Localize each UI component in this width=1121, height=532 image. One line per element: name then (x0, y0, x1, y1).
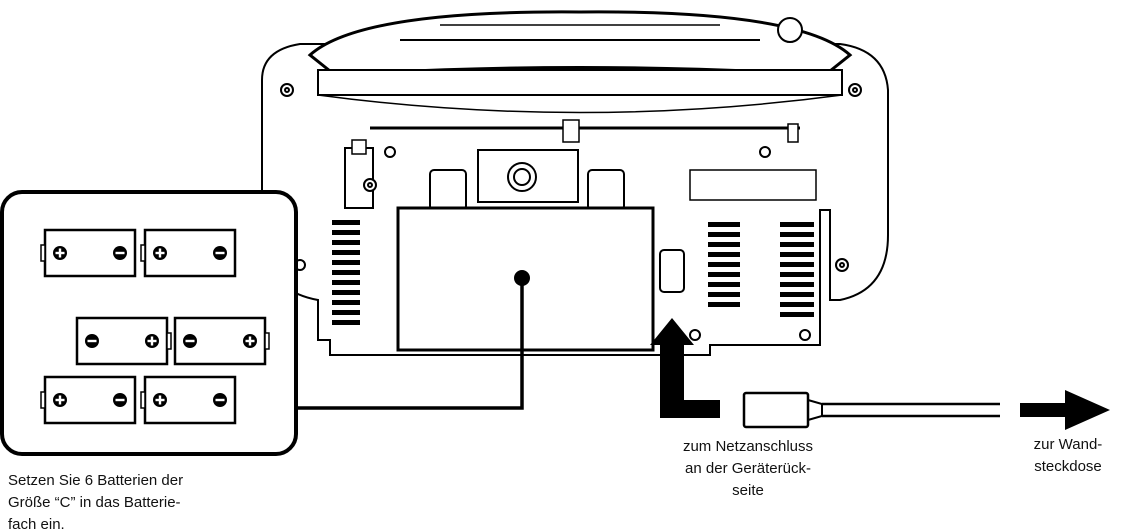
rear-caption-line-3: seite (732, 482, 764, 499)
plus-terminal (153, 393, 167, 407)
dc-socket (659, 249, 685, 293)
minus-terminal (183, 334, 197, 348)
battery-cell (40, 228, 137, 278)
minus-terminal (213, 246, 227, 260)
compartment-marker-dot (514, 270, 530, 286)
arrow-to-rear-socket (650, 318, 720, 418)
plus-terminal (153, 246, 167, 260)
battery-cell (40, 375, 137, 425)
rear-caption-line-1: zum Netzanschluss (682, 438, 814, 455)
knob (777, 17, 803, 43)
minus-terminal (113, 393, 127, 407)
battery-cell (75, 316, 172, 366)
battery-caption-line-3: fach ein. (8, 516, 65, 532)
plus-terminal (145, 334, 159, 348)
plus-terminal (53, 393, 67, 407)
battery-cell (140, 228, 237, 278)
power-cable (822, 402, 1000, 418)
battery-cells (40, 228, 270, 425)
device-rear-view (261, 10, 889, 356)
minus-terminal (213, 393, 227, 407)
rear-socket-caption: zum Netzanschluss an der Geräterück- sei… (658, 436, 838, 502)
plus-terminal (53, 246, 67, 260)
speaker-grille-right-2 (780, 222, 814, 317)
rear-caption-line-2: an der Geräterück- (685, 460, 811, 477)
compartment-connector-line (296, 270, 530, 410)
battery-caption-line-1: Setzen Sie 6 Batterien der (8, 472, 184, 489)
battery-instruction-caption: Setzen Sie 6 Batterien der Größe “C” in … (8, 470, 278, 532)
plus-terminal (243, 334, 257, 348)
power-plug (742, 391, 810, 429)
minus-terminal (113, 246, 127, 260)
battery-cell (173, 316, 270, 366)
arrow-to-wall-socket (1020, 390, 1110, 430)
device-handle (307, 10, 853, 77)
wall-caption-line-2: steckdose (1034, 458, 1102, 475)
speaker-grille-right-1 (708, 222, 740, 307)
speaker-grille-left (332, 220, 360, 325)
battery-caption-line-2: Größe “C” in das Batterie- (8, 494, 181, 511)
minus-terminal (85, 334, 99, 348)
wall-socket-caption: zur Wand- steckdose (1013, 434, 1121, 478)
wall-caption-line-1: zur Wand- (1033, 436, 1103, 453)
battery-cell (140, 375, 237, 425)
